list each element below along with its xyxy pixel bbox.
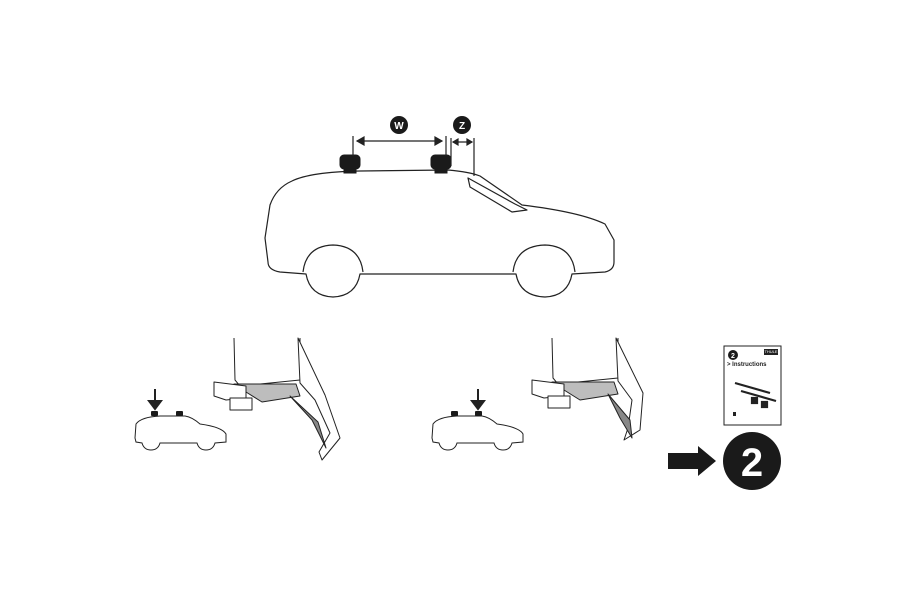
w-dimension-line <box>352 135 447 156</box>
next-arrow-icon <box>668 446 716 476</box>
booklet-rack-bars-icon <box>734 381 777 409</box>
left-down-arrow-icon <box>147 389 163 411</box>
w-label: W <box>394 121 404 132</box>
front-wheel-arch <box>512 244 576 273</box>
next-step-circle <box>723 432 781 490</box>
car-body-outline <box>264 169 615 298</box>
booklet-title: > Instructions <box>727 362 767 368</box>
middle-down-arrow-icon <box>470 389 486 411</box>
booklet-step-number: 2 <box>731 353 735 360</box>
z-dimension-line <box>450 137 475 176</box>
booklet-step-badge <box>728 350 738 360</box>
left-small-car-feet <box>151 411 183 416</box>
rear-foot-icon <box>339 154 361 174</box>
z-label: Z <box>459 121 465 132</box>
booklet-brand-logo: THULE <box>764 349 778 355</box>
left-door-closeup <box>213 337 341 461</box>
car-side-view <box>264 169 615 298</box>
booklet-small-icon <box>733 412 736 416</box>
instruction-booklet: 2 <box>723 345 782 426</box>
middle-small-car-feet <box>451 411 482 416</box>
z-label-badge <box>453 116 471 134</box>
w-label-badge <box>390 116 408 134</box>
windshield <box>467 177 528 213</box>
middle-door-closeup <box>531 337 644 441</box>
middle-small-car <box>431 415 524 451</box>
next-step-number: 2 <box>741 441 763 485</box>
left-small-car <box>134 415 227 451</box>
rear-wheel-arch <box>302 244 364 273</box>
